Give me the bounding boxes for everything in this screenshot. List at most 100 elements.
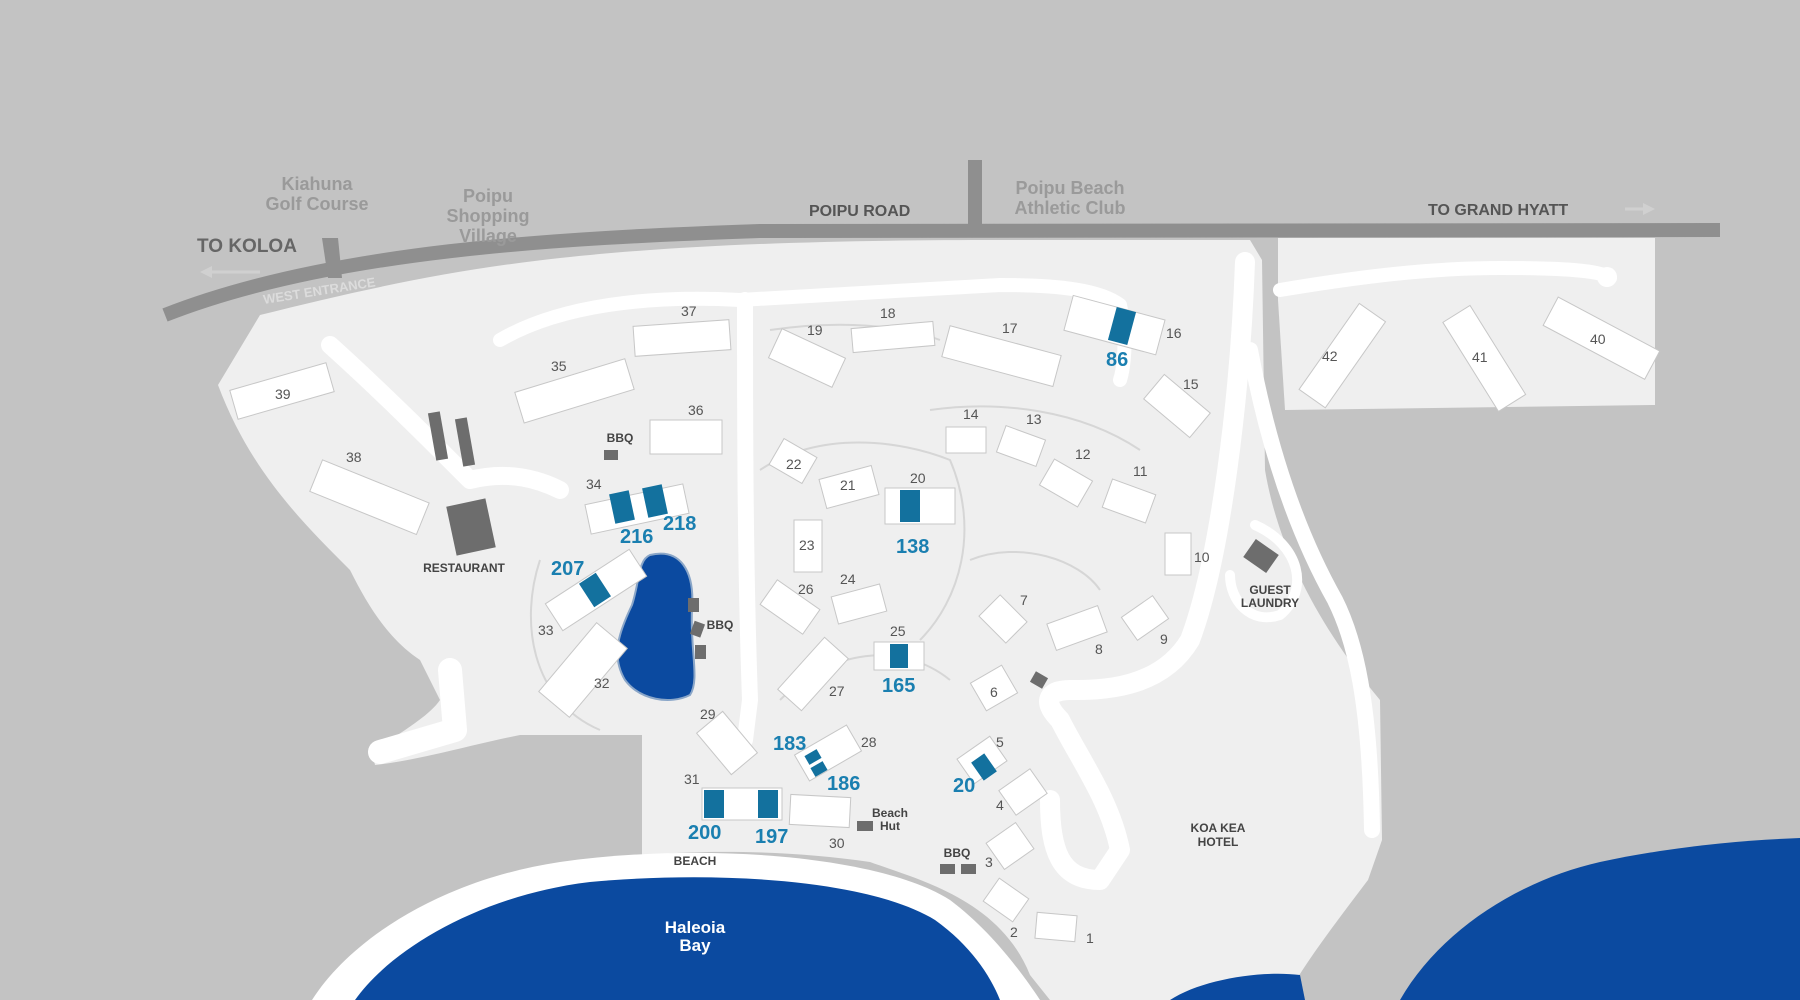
unit-number[interactable]: 186 <box>827 773 860 795</box>
building-14[interactable] <box>945 426 987 454</box>
building-number: 42 <box>1322 348 1338 364</box>
bay-label-line1: Haleoia <box>665 918 726 937</box>
building-12[interactable] <box>1038 458 1094 508</box>
building-21[interactable] <box>818 464 880 510</box>
building-7[interactable] <box>978 594 1028 644</box>
building-9[interactable] <box>1120 594 1170 642</box>
building-8[interactable] <box>1046 604 1108 652</box>
building-42[interactable] <box>1298 302 1387 409</box>
building-40[interactable] <box>1542 296 1661 381</box>
unit-200-marker[interactable] <box>704 790 724 818</box>
building-number: 4 <box>996 797 1004 813</box>
building-2[interactable] <box>982 877 1030 923</box>
building-3[interactable] <box>985 821 1035 871</box>
unit-207-marker[interactable] <box>578 572 612 608</box>
kiahuna-label-line1: Kiahuna <box>281 174 353 194</box>
unit-165-marker[interactable] <box>890 644 908 668</box>
building-number: 15 <box>1183 376 1199 392</box>
unit-86-marker[interactable] <box>1107 306 1137 346</box>
unit-number[interactable]: 207 <box>551 558 584 580</box>
building-13[interactable] <box>995 425 1047 467</box>
unit-216-marker[interactable] <box>609 490 635 524</box>
building-number: 20 <box>910 470 926 486</box>
east-top-roundabout <box>1597 267 1617 287</box>
building-32[interactable] <box>538 621 628 719</box>
bbq-grill-north <box>604 450 618 460</box>
building-11[interactable] <box>1101 478 1157 524</box>
to-koloa-label: TO KOLOA <box>197 236 297 257</box>
east-ocean <box>1400 838 1800 1000</box>
unit-number[interactable]: 183 <box>773 733 806 755</box>
west-entrance-road <box>322 238 342 278</box>
north-walk <box>493 278 1132 387</box>
building-23[interactable] <box>793 519 823 573</box>
unit-20-marker[interactable] <box>971 753 997 781</box>
building-22[interactable] <box>768 437 818 485</box>
building-29[interactable] <box>695 710 759 776</box>
unit-138-marker[interactable] <box>900 490 920 522</box>
building-27[interactable] <box>776 636 850 712</box>
building-26[interactable] <box>759 579 821 635</box>
building-17[interactable] <box>941 325 1062 388</box>
building-number: 14 <box>963 406 979 422</box>
building-15[interactable] <box>1143 373 1211 439</box>
bbq-grill-south-1 <box>940 864 955 874</box>
building-number: 27 <box>829 683 845 699</box>
building-number: 28 <box>861 734 877 750</box>
building-number: 3 <box>985 854 993 870</box>
building-28[interactable] <box>793 724 863 782</box>
athletic-label-line1: Poipu Beach <box>1015 178 1124 198</box>
koakea-label-line1: KOA KEA <box>1191 821 1246 835</box>
building-36[interactable] <box>649 419 723 455</box>
building-number: 19 <box>807 322 823 338</box>
building-number: 29 <box>700 706 716 722</box>
building-number: 35 <box>551 358 567 374</box>
unit-number[interactable]: 200 <box>688 822 721 844</box>
building-number: 18 <box>880 305 896 321</box>
restaurant-label: RESTAURANT <box>423 561 505 575</box>
building-18[interactable] <box>850 320 936 354</box>
building-38[interactable] <box>309 459 430 536</box>
unit-218-marker[interactable] <box>642 484 668 518</box>
building-4[interactable] <box>998 768 1048 816</box>
building-19[interactable] <box>767 328 847 388</box>
building-39[interactable] <box>229 362 335 420</box>
building-41[interactable] <box>1442 304 1527 413</box>
unit-number[interactable]: 218 <box>663 513 696 535</box>
unit-197-marker[interactable] <box>758 790 778 818</box>
building-number: 5 <box>996 734 1004 750</box>
bbq-label-south: BBQ <box>944 846 971 860</box>
bbq-label-pond: BBQ <box>707 618 734 632</box>
unit-183-marker[interactable] <box>804 749 822 765</box>
bbq-grill-pond-1 <box>688 598 699 612</box>
building-1[interactable] <box>1034 911 1078 943</box>
building-6[interactable] <box>969 664 1019 712</box>
unit-186-marker[interactable] <box>810 761 828 777</box>
guest-laundry-building <box>1243 538 1279 574</box>
main-loop-walk <box>1039 252 1255 890</box>
building-35[interactable] <box>514 358 635 424</box>
unit-number[interactable]: 138 <box>896 536 929 558</box>
building-24[interactable] <box>830 583 888 625</box>
building-number: 38 <box>346 449 362 465</box>
building-30[interactable] <box>788 793 852 829</box>
building-number: 32 <box>594 675 610 691</box>
hyatt-arrowhead <box>1643 203 1655 215</box>
buildings <box>229 294 1661 943</box>
bbq-label-north: BBQ <box>607 431 634 445</box>
unit-number[interactable]: 197 <box>755 826 788 848</box>
east-walk <box>1242 342 1380 838</box>
building-number: 11 <box>1133 463 1148 479</box>
west-dock-walk <box>368 658 467 764</box>
east-top-walk <box>1273 261 1617 297</box>
kiahuna-label-line2: Golf Course <box>265 194 368 214</box>
bbq-grill-pond-2 <box>689 620 706 638</box>
unit-number[interactable]: 86 <box>1106 349 1128 371</box>
unit-number[interactable]: 216 <box>620 526 653 548</box>
guest-laundry-label-line2: LAUNDRY <box>1241 596 1299 610</box>
building-37[interactable] <box>632 319 732 357</box>
building-10[interactable] <box>1164 532 1192 576</box>
unit-number[interactable]: 20 <box>953 775 975 797</box>
unit-number[interactable]: 165 <box>882 675 915 697</box>
